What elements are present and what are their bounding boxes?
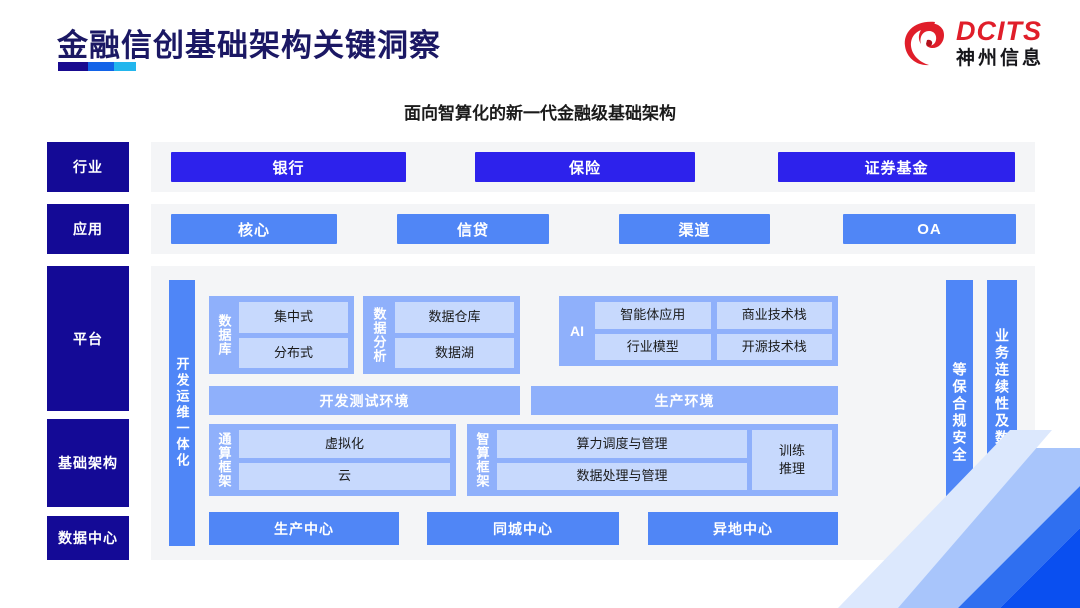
accent-segment-3 (114, 62, 136, 71)
accent-segment-2 (88, 62, 114, 71)
logo-cn-text: 神州信息 (955, 48, 1044, 69)
tile-data-lake[interactable]: 数据湖 (395, 337, 514, 368)
application-chip-channel[interactable]: 渠道 (619, 214, 770, 244)
group-tiles-data-analysis: 数据仓库 数据湖 (395, 302, 514, 368)
tile-compute-scheduling[interactable]: 算力调度与管理 (497, 430, 747, 458)
tile-distributed[interactable]: 分布式 (239, 337, 348, 368)
group-tiles-smart-framework: 算力调度与管理 数据处理与管理 训练 推理 (497, 430, 832, 490)
side-bar-business-continuity[interactable]: 业务连续性及数据保护 (987, 280, 1017, 546)
architecture-diagram: 行业 应用 平台 基础架构 数据中心 银行 保险 证券基金 核心 信贷 渠道 O… (47, 142, 1035, 567)
logo-en-text: DCITS (955, 16, 1042, 46)
tile-training-inference[interactable]: 训练 推理 (752, 430, 832, 490)
industry-chip-bank[interactable]: 银行 (171, 152, 406, 182)
group-tiles-ai: 智能体应用 商业技术栈 行业模型 开源技术栈 (595, 302, 832, 360)
swirl-logo-mark-icon (904, 21, 944, 66)
env-bar-production[interactable]: 生产环境 (531, 386, 838, 415)
group-caption-general-framework: 通算框架 (216, 432, 232, 488)
tile-centralized[interactable]: 集中式 (239, 302, 348, 333)
tile-cloud[interactable]: 云 (239, 462, 450, 490)
industry-chip-securities-fund[interactable]: 证券基金 (778, 152, 1015, 182)
group-tiles-general-framework: 虚拟化 云 (239, 430, 450, 490)
group-tiles-database: 集中式 分布式 (239, 302, 348, 368)
group-caption-database: 数据库 (216, 314, 232, 356)
tile-data-warehouse[interactable]: 数据仓库 (395, 302, 514, 333)
devops-vertical-bar[interactable]: 开发运维一体化 (169, 280, 195, 546)
application-chip-credit[interactable]: 信贷 (397, 214, 549, 244)
industry-chip-insurance[interactable]: 保险 (475, 152, 695, 182)
smart-framework-main-tiles: 算力调度与管理 数据处理与管理 (497, 430, 747, 490)
row-label-infrastructure: 基础架构 (47, 419, 129, 507)
ai-tiles-row-1: 智能体应用 商业技术栈 (595, 302, 832, 329)
page-title: 金融信创基础架构关键洞察 (57, 28, 441, 63)
group-caption-data-analysis: 数据分析 (371, 307, 387, 363)
ai-tiles-row-2: 行业模型 开源技术栈 (595, 333, 832, 360)
accent-segment-1 (58, 62, 88, 71)
group-smart-compute-framework[interactable]: 智算框架 算力调度与管理 数据处理与管理 训练 推理 (467, 424, 838, 496)
row-label-industry: 行业 (47, 142, 129, 192)
group-caption-smart-framework: 智算框架 (474, 432, 490, 488)
group-database[interactable]: 数据库 集中式 分布式 (209, 296, 354, 374)
group-general-compute-framework[interactable]: 通算框架 虚拟化 云 (209, 424, 456, 496)
tile-commercial-stack[interactable]: 商业技术栈 (716, 302, 832, 329)
dcits-logo: DCITS 神州信息 (903, 18, 1044, 68)
datacenter-chip-remote[interactable]: 异地中心 (648, 512, 838, 545)
group-data-analysis[interactable]: 数据分析 数据仓库 数据湖 (363, 296, 520, 374)
application-panel: 核心 信贷 渠道 OA (151, 204, 1035, 254)
tile-virtualization[interactable]: 虚拟化 (239, 430, 450, 458)
tile-agent-application[interactable]: 智能体应用 (595, 302, 711, 329)
platform-panel: 开发运维一体化 等保合规安全 业务连续性及数据保护 数据库 集中式 分布式 数据… (151, 266, 1035, 560)
application-chip-core[interactable]: 核心 (171, 214, 337, 244)
datacenter-chip-production[interactable]: 生产中心 (209, 512, 399, 545)
tile-opensource-stack[interactable]: 开源技术栈 (716, 333, 832, 360)
group-caption-ai: AI (570, 323, 584, 339)
tile-industry-model[interactable]: 行业模型 (595, 333, 711, 360)
tile-data-processing[interactable]: 数据处理与管理 (497, 462, 747, 490)
application-chip-oa[interactable]: OA (843, 214, 1016, 244)
industry-panel: 银行 保险 证券基金 (151, 142, 1035, 192)
group-ai[interactable]: AI 智能体应用 商业技术栈 行业模型 开源技术栈 (559, 296, 838, 366)
row-label-application: 应用 (47, 204, 129, 254)
title-accent-rule (58, 62, 136, 71)
datacenter-chip-metro[interactable]: 同城中心 (427, 512, 619, 545)
subtitle: 面向智算化的新一代金融级基础架构 (404, 104, 676, 123)
row-label-platform: 平台 (47, 266, 129, 411)
side-bar-compliance-security[interactable]: 等保合规安全 (946, 280, 973, 546)
row-label-datacenter: 数据中心 (47, 516, 129, 560)
env-bar-dev-test[interactable]: 开发测试环境 (209, 386, 520, 415)
